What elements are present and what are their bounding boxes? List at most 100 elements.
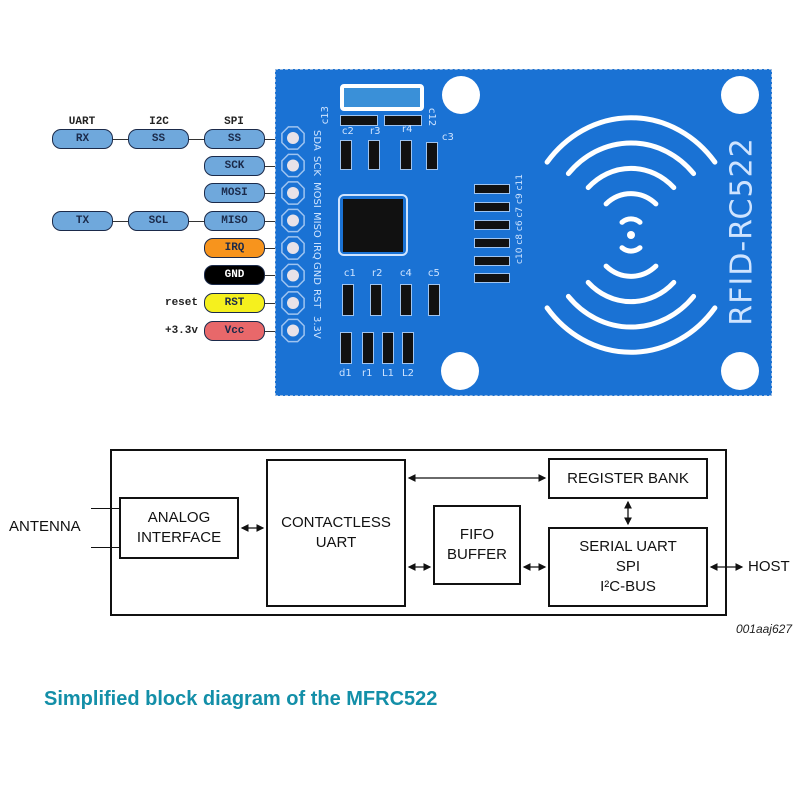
smd-c8 xyxy=(474,256,510,266)
antenna-wave-arc xyxy=(565,293,697,330)
mount-hole-bottom-right xyxy=(721,352,759,390)
smd-c12 xyxy=(384,115,422,126)
serial-interface-block: SERIAL UART SPI I²C-BUS xyxy=(548,527,708,607)
label-c12: c12 xyxy=(426,108,437,127)
crystal xyxy=(340,84,424,111)
rfid-board: SDA SCK MOSI MISO IRQ GND RST 3.3V c13 c… xyxy=(275,69,772,396)
register-bank-block: REGISTER BANK xyxy=(548,458,708,499)
antenna-wave-arc xyxy=(544,115,718,165)
pin-hole xyxy=(287,159,299,172)
label-r1: r1 xyxy=(362,368,373,379)
analog-line-1: ANALOG xyxy=(147,509,211,526)
pin-name-mosi: MOSI xyxy=(311,182,322,208)
antenna-label: ANTENNA xyxy=(9,518,81,535)
label-l1: L1 xyxy=(382,368,394,379)
smd-l1 xyxy=(382,332,394,364)
smd-r1 xyxy=(362,332,374,364)
contactless-uart-block: CONTACTLESS UART xyxy=(266,459,406,607)
antenna-wave-arc xyxy=(603,263,659,279)
label-r2: r2 xyxy=(372,268,383,279)
antenna-wave-arc xyxy=(544,305,718,355)
smd-l2 xyxy=(402,332,414,364)
smd-c13 xyxy=(340,115,378,126)
analog-interface-block: ANALOG INTERFACE xyxy=(119,497,239,559)
mount-hole-bottom-left xyxy=(441,352,479,390)
pin-hole xyxy=(287,132,299,144)
smd-c9 xyxy=(474,202,510,212)
pin-label-i2c-ss: SS xyxy=(128,129,189,149)
pin-name-sck: SCK xyxy=(311,156,322,176)
mount-hole-top-right xyxy=(721,76,759,114)
vcc-note: +3.3v xyxy=(164,325,198,337)
smd-c7 xyxy=(474,220,510,230)
pin-hole xyxy=(287,214,299,227)
mount-hole-top-left xyxy=(442,76,480,114)
smd-c10 xyxy=(474,273,510,283)
pin-label-rst: RST xyxy=(204,293,265,313)
smd-d1 xyxy=(340,332,352,364)
label-r4: r4 xyxy=(402,124,413,135)
pin-hole xyxy=(287,242,299,254)
pin-label-uart-tx: TX xyxy=(52,211,113,231)
pin-name-irq: IRQ xyxy=(311,242,322,260)
pin-header xyxy=(281,126,305,343)
smd-c6 xyxy=(474,238,510,248)
pin-label-sck: SCK xyxy=(204,156,265,176)
mfrc522-chip xyxy=(343,199,403,252)
pin-hole xyxy=(287,187,299,199)
pin-label-irq: IRQ xyxy=(204,238,265,258)
pin-label-i2c-scl: SCL xyxy=(128,211,189,231)
label-r3: r3 xyxy=(370,126,381,137)
host-label: HOST xyxy=(748,558,790,575)
label-c1: c1 xyxy=(344,268,356,279)
connection-arrows xyxy=(240,474,744,571)
pin-name-3v3: 3.3V xyxy=(311,316,322,339)
chip-outline xyxy=(338,194,408,256)
fifo-line-1: FIFO xyxy=(459,526,495,543)
contactless-line-1: CONTACTLESS xyxy=(281,514,391,531)
pin-name-gnd: GND xyxy=(311,262,322,285)
pin-name-sda: SDA xyxy=(311,130,322,151)
smd-c2 xyxy=(340,140,352,170)
antenna-wave-arc xyxy=(603,191,659,207)
pin-label-gnd: GND xyxy=(204,265,265,285)
smd-c5 xyxy=(428,284,440,316)
pin-name-rst: RST xyxy=(311,289,322,309)
pin-hole xyxy=(287,269,299,282)
antenna-wave-arc xyxy=(585,279,677,305)
label-c2: c2 xyxy=(342,126,354,137)
smd-r4 xyxy=(400,140,412,170)
serial-line-3: I²C-BUS xyxy=(600,578,656,595)
serial-line-1: SERIAL UART xyxy=(579,538,677,555)
antenna-wave-arc xyxy=(565,140,697,177)
label-d1: d1 xyxy=(339,368,352,379)
serial-line-2: SPI xyxy=(615,558,641,575)
reset-note: reset xyxy=(164,297,198,309)
contactless-line-2: UART xyxy=(315,534,357,551)
label-c5: c5 xyxy=(428,268,440,279)
smd-r3 xyxy=(368,140,380,170)
label-c4: c4 xyxy=(400,268,412,279)
pin-names: SDA SCK MOSI MISO IRQ GND RST 3.3V xyxy=(311,126,325,351)
analog-line-2: INTERFACE xyxy=(136,529,222,546)
caption: Simplified block diagram of the MFRC522 xyxy=(44,688,438,710)
pin-label-mosi: MOSI xyxy=(204,183,265,203)
antenna-wave-arc xyxy=(619,216,643,225)
smd-r2 xyxy=(370,284,382,316)
pin-hole xyxy=(287,324,299,337)
header-spi: SPI xyxy=(224,116,244,128)
pin-hole xyxy=(287,297,299,309)
smd-c11 xyxy=(474,184,510,194)
mfrc522-outline xyxy=(110,449,727,616)
antenna-center-dot xyxy=(627,231,635,239)
reference-id: 001aaj627 xyxy=(735,622,792,636)
pin-label-uart-rx: RX xyxy=(52,129,113,149)
smd-c3 xyxy=(426,142,438,170)
rf-antenna-icon xyxy=(544,115,718,355)
smd-c4 xyxy=(400,284,412,316)
header-uart: UART xyxy=(68,116,96,128)
pin-name-miso: MISO xyxy=(311,212,322,238)
label-l2: L2 xyxy=(402,368,414,379)
header-i2c: I2C xyxy=(149,116,169,128)
